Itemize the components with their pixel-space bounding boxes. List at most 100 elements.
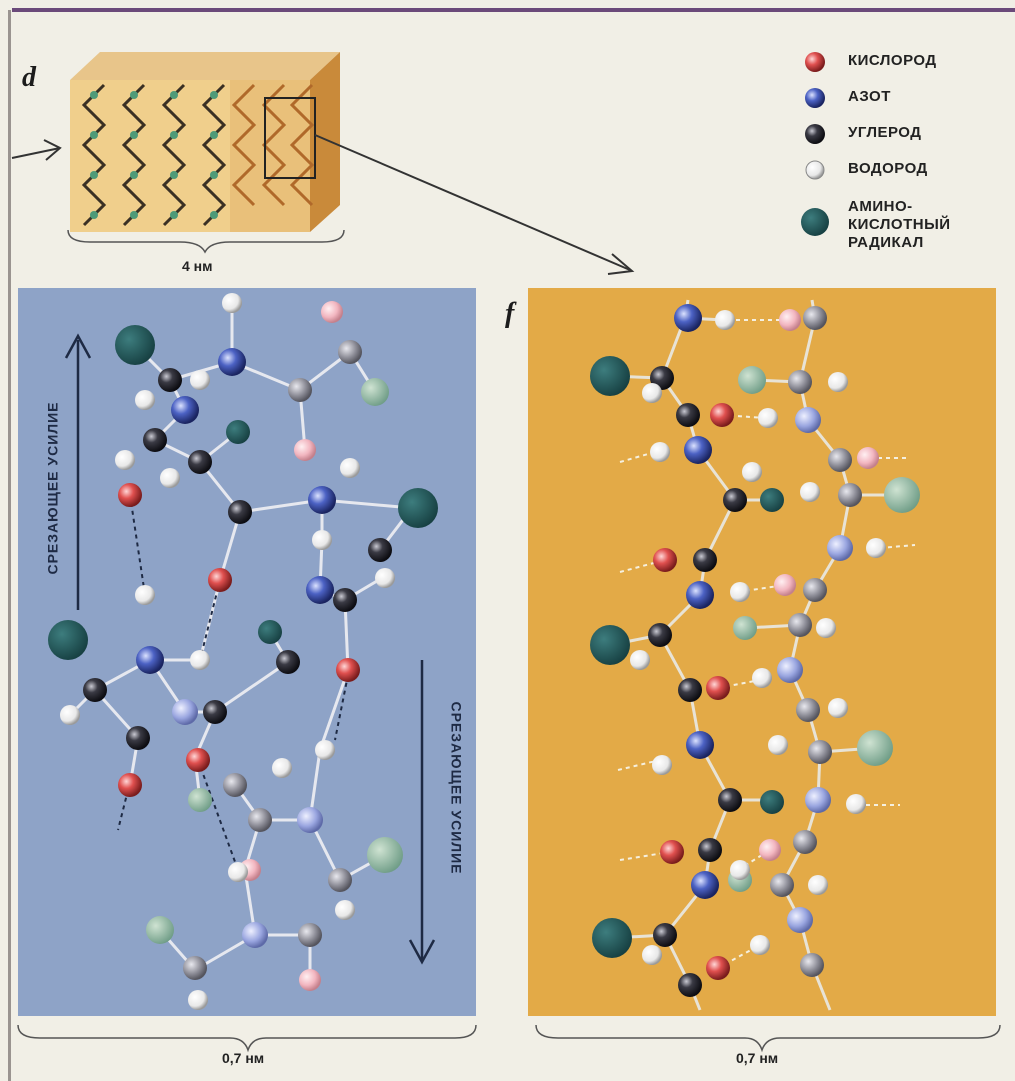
carbon-atom-back: [788, 370, 812, 394]
carbon-atom: [653, 923, 677, 947]
carbon-atom-back: [788, 613, 812, 637]
hydrogen-atom: [375, 568, 395, 588]
nitrogen-atom-back: [805, 787, 831, 813]
hydrogen-atom: [742, 462, 762, 482]
oxygen-atom: [336, 658, 360, 682]
hydrogen-atom: [135, 390, 155, 410]
hydrogen-atom: [190, 370, 210, 390]
top-border: [12, 8, 1015, 12]
left-panel-atoms: [48, 293, 438, 1010]
hydrogen-atom: [652, 755, 672, 775]
nitrogen-atom: [674, 304, 702, 332]
hydrogen-atom: [335, 900, 355, 920]
carbon-atom-back: [328, 868, 352, 892]
hydrogen-atom: [846, 794, 866, 814]
nitrogen-atom-back: [795, 407, 821, 433]
radical-atom-back: [738, 366, 766, 394]
carbon-atom: [678, 678, 702, 702]
zoom-frame: [264, 97, 316, 179]
carbon-atom-back: [803, 578, 827, 602]
hydrogen-atom: [135, 585, 155, 605]
carbon-atom-back: [800, 953, 824, 977]
legend-label-carbon: УГЛЕРОД: [848, 124, 922, 141]
incoming-arrow: [11, 147, 61, 159]
carbon-atom-back: [298, 923, 322, 947]
shear-label-up: СРЕЗАЮЩЕЕ УСИЛИЕ: [44, 401, 61, 575]
dimension-right: 0,7 нм: [736, 1050, 779, 1066]
hydrogen-atom: [160, 468, 180, 488]
legend-label-hydrogen: ВОДОРОД: [848, 160, 928, 177]
carbon-atom-back: [793, 830, 817, 854]
nitrogen-atom-back: [172, 699, 198, 725]
carbon-atom: [676, 403, 700, 427]
hydrogen-atom: [642, 945, 662, 965]
radical-atom: [258, 620, 282, 644]
carbon-atom: [126, 726, 150, 750]
radical-atom-back: [733, 616, 757, 640]
nitrogen-atom: [171, 396, 199, 424]
nitrogen-atom-back: [827, 535, 853, 561]
oxygen-atom: [208, 568, 232, 592]
panel-letter-d: d: [22, 62, 36, 93]
beta-sheet-block: [70, 52, 340, 232]
hydrogen-atom: [315, 740, 335, 760]
oxygen-atom: [660, 840, 684, 864]
panel-letter-f: f: [505, 298, 515, 329]
hydrogen-atom: [752, 668, 772, 688]
nitrogen-atom: [218, 348, 246, 376]
legend-label-oxygen: КИСЛОРОД: [848, 52, 937, 69]
hydrogen-atom: [715, 310, 735, 330]
radical-atom: [48, 620, 88, 660]
carbon-atom: [143, 428, 167, 452]
nitrogen-atom: [691, 871, 719, 899]
carbon-atom: [718, 788, 742, 812]
carbon-atom-back: [770, 873, 794, 897]
radical-atom-back: [884, 477, 920, 513]
oxygen-atom-back: [774, 574, 796, 596]
zoom-arrow: [314, 134, 631, 271]
oxygen-atom-back: [857, 447, 879, 469]
carbon-atom-back: [288, 378, 312, 402]
hydrogen-atom: [730, 582, 750, 602]
nitrogen-atom: [136, 646, 164, 674]
hydrogen-atom: [312, 530, 332, 550]
nitrogen-atom: [684, 436, 712, 464]
legend-label-radical-1: АМИНО-: [848, 198, 913, 215]
carbon-atom: [723, 488, 747, 512]
nitrogen-atom: [306, 576, 334, 604]
dimension-top: 4 нм: [182, 258, 213, 274]
nitrogen-atom-back: [297, 807, 323, 833]
hydrogen-atom: [340, 458, 360, 478]
carbon-atom: [333, 588, 357, 612]
hydrogen-atom: [828, 698, 848, 718]
hydrogen-atom: [272, 758, 292, 778]
carbon-atom-back: [796, 698, 820, 722]
carbon-atom: [698, 838, 722, 862]
hydrogen-atom: [190, 650, 210, 670]
legend-label-nitrogen: АЗОТ: [848, 88, 891, 105]
hydrogen-atom: [828, 372, 848, 392]
hydrogen-atom: [650, 442, 670, 462]
oxygen-atom: [706, 956, 730, 980]
oxygen-atom: [653, 548, 677, 572]
carbon-atom: [203, 700, 227, 724]
oxygen-atom-back: [299, 969, 321, 991]
radical-atom-back: [857, 730, 893, 766]
oxygen-atom: [118, 773, 142, 797]
right-panel-atoms: [590, 304, 920, 997]
shear-label-down: СРЕЗАЮЩЕЕ УСИЛИЕ: [448, 701, 465, 875]
hydrogen-atom: [188, 990, 208, 1010]
hydrogen-atom: [642, 383, 662, 403]
legend-label-radical-3: РАДИКАЛ: [848, 234, 924, 251]
left-panel-background: [18, 288, 476, 1016]
hydrogen-atom: [222, 293, 242, 313]
radical-atom: [590, 625, 630, 665]
radical-atom: [590, 356, 630, 396]
radical-atom: [398, 488, 438, 528]
radical-atom: [592, 918, 632, 958]
carbon-atom: [228, 500, 252, 524]
radical-atom: [760, 790, 784, 814]
oxygen-atom: [710, 403, 734, 427]
carbon-atom-back: [803, 306, 827, 330]
